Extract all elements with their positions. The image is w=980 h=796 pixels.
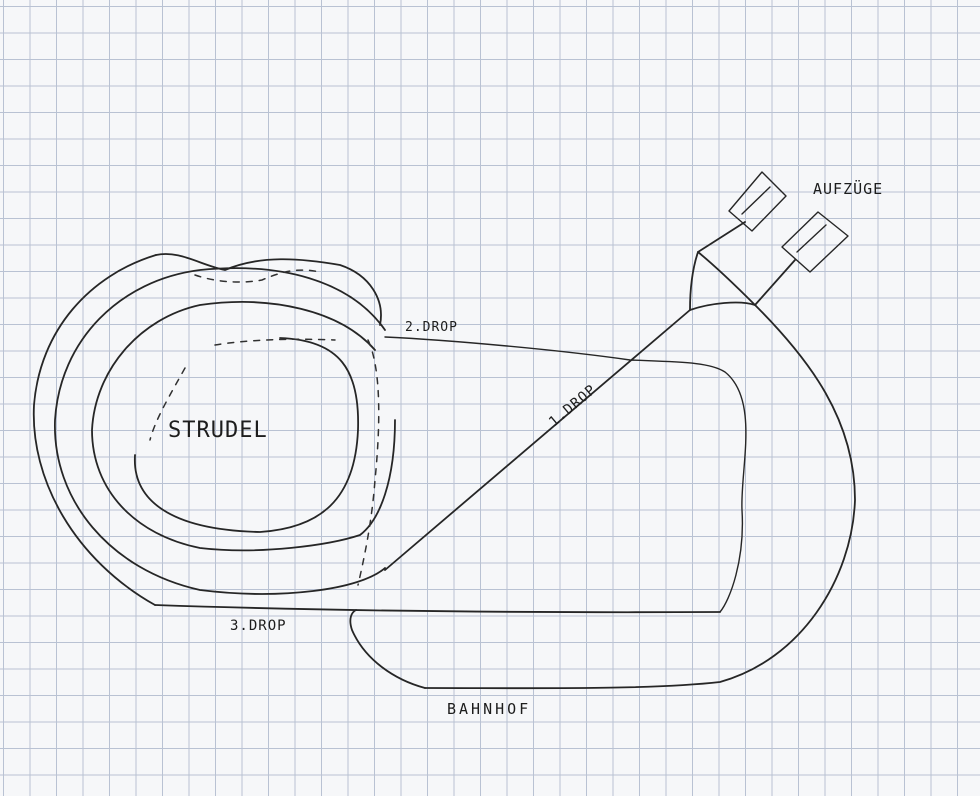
return-loop [425, 305, 855, 688]
drop-3-track [155, 605, 720, 612]
bahnhof-label: BAHNHOF [447, 700, 531, 718]
strudel-label: STRUDEL [168, 418, 268, 443]
drop-3-label: 3.DROP [230, 618, 287, 634]
drop-2-track [385, 337, 746, 612]
elevator-box-1 [729, 172, 786, 231]
lift-hill [690, 222, 745, 310]
station-track [350, 610, 425, 688]
strudel-outer-top [156, 254, 381, 325]
strudel-outer-loop [34, 255, 156, 605]
lift-crest [690, 260, 795, 310]
aufzuege-label: AUFZÜGE [813, 180, 883, 198]
drop-2-label: 2.DROP [405, 320, 458, 335]
strudel-dashed-right [358, 340, 379, 585]
lift-hill-cross [698, 252, 755, 305]
